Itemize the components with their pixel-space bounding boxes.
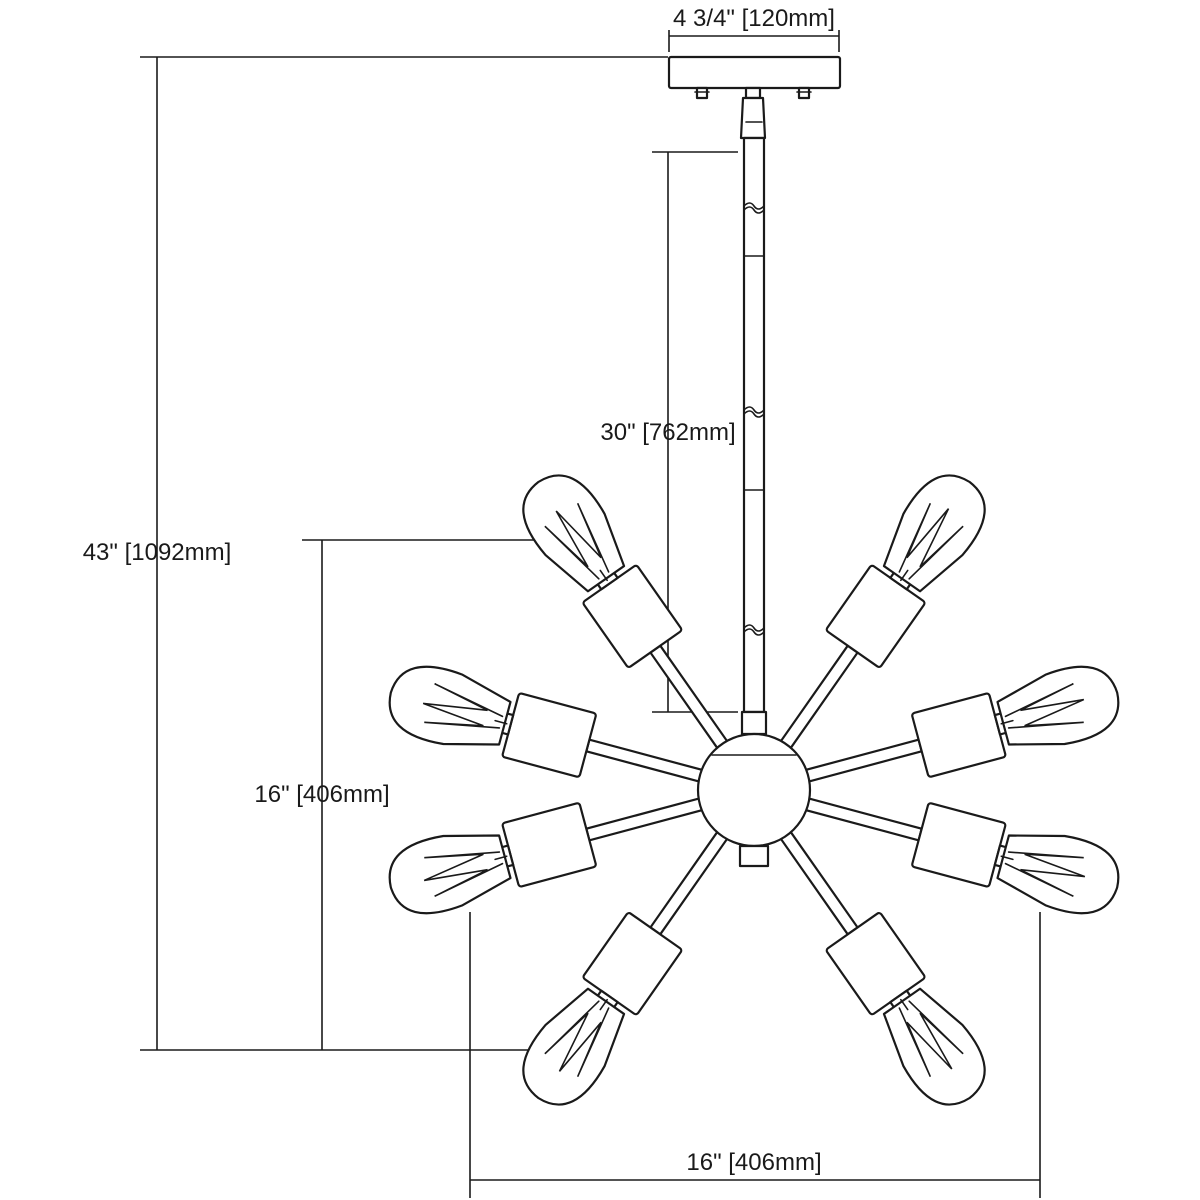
fixture-arms [388,474,1120,1106]
center-hub [696,732,812,868]
arm-5 [778,829,986,1106]
arm-2 [778,474,986,751]
arm-6 [522,829,730,1106]
fixture-height-label: 16" [406mm] [254,781,389,808]
stem [740,136,768,736]
canopy-width-label: 4 3/4" [120mm] [673,5,835,32]
overall-height-label: 43" [1092mm] [83,539,232,566]
arm-1 [522,474,730,751]
arm-3 [803,665,1120,783]
stem-length-label: 30" [762mm] [600,419,735,446]
fixture-width-label: 16" [406mm] [686,1149,821,1176]
arm-8 [388,665,705,783]
dimension-lines [140,30,1041,1198]
arm-7 [388,797,705,915]
canopy [667,55,842,140]
arm-4 [803,797,1120,915]
